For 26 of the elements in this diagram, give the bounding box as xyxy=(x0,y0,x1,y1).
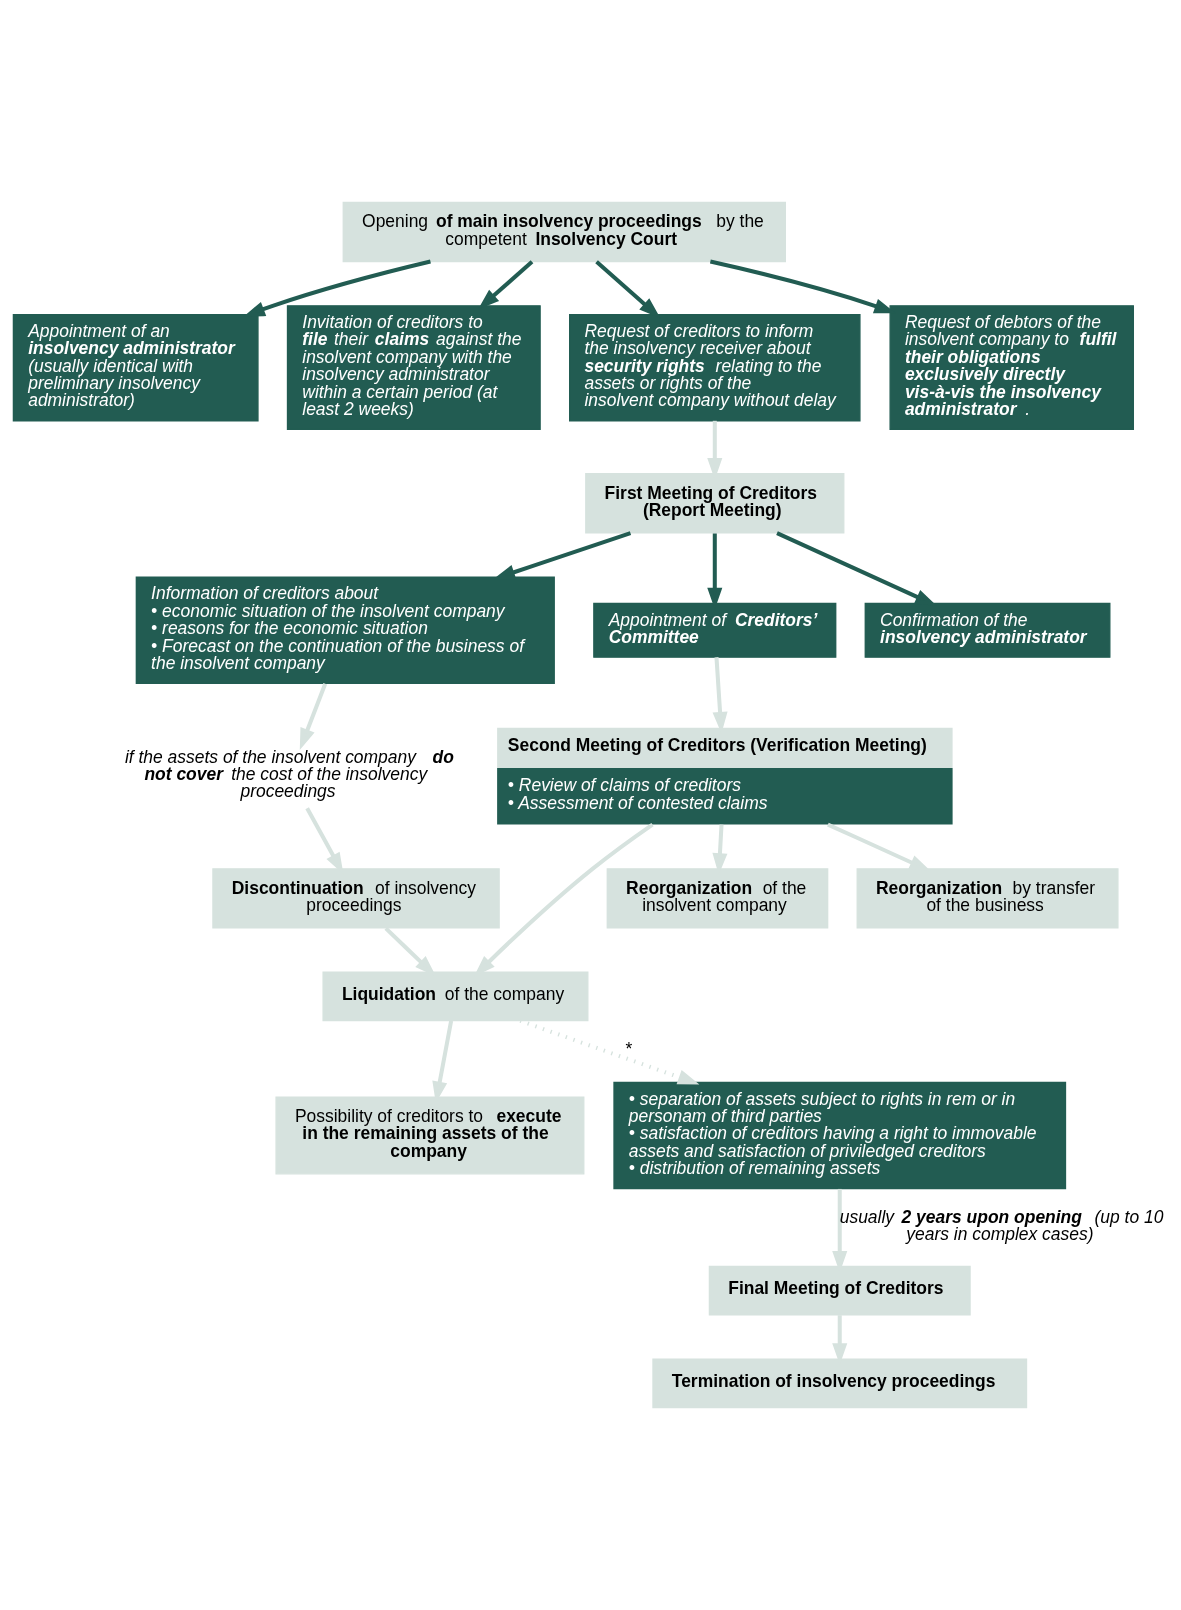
node-box: Appointment of an insolvency administrator (usually identical with preliminary insolvency administrator) xyxy=(12,313,259,422)
node-box: Final Meeting of Creditors xyxy=(708,1265,971,1316)
node-box: Invitation of creditors to file their claims against the insolvent company with the insolvency administrator within a certain period (at least 2 weeks) xyxy=(286,305,541,431)
node-box: Termination of insolvency proceedings xyxy=(652,1358,1028,1409)
arrow xyxy=(519,1018,700,1085)
node-box: First Meeting of Creditors (Report Meeting) xyxy=(585,473,845,534)
node-box: Request of creditors to inform the insolvency receiver about security rights relating to the assets or rights of the insolvent company without delay xyxy=(569,313,861,422)
arrow xyxy=(243,259,431,317)
node-box: Information of creditors about • economic situation of the insolvent company • reasons for the economic situation • Forecast on the continuation of the business of the insolvent company xyxy=(135,576,555,685)
node-box: Request of debtors of the insolvent company to fulfil their obligations exclusively directly vis-à-vis the insolvency administrator. xyxy=(889,305,1134,431)
node-box: Opening of main insolvency proceedings by the competent Insolvency Court xyxy=(342,201,786,263)
node-box: Appointment of Creditors’ Committee xyxy=(593,602,837,658)
node-box: Discontinuation of insolvency proceedings xyxy=(212,868,500,929)
arrow xyxy=(299,683,328,750)
node-text: if the assets of the insolvent company do not cover the cost of the insolvency proceedings xyxy=(124,746,454,802)
node-box: Confirmation of the insolvency administrator xyxy=(864,602,1111,658)
edge-label: usually 2 years upon opening (up to 10 years in complex cases) xyxy=(839,1206,1164,1245)
node-box: • separation of assets subject to rights in rem or in personam of third parties • satisfaction of creditors having a right to immovable assets and satisfaction of priviledged creditors • distribution of remaining assets xyxy=(613,1081,1067,1190)
edge-label: * xyxy=(624,1038,632,1059)
node-box: Reorganization of the insolvent company xyxy=(606,868,829,929)
arrow xyxy=(827,822,931,872)
arrow xyxy=(776,531,937,606)
arrow xyxy=(493,531,632,580)
node-box: Reorganization by transfer of the business xyxy=(856,868,1119,929)
node-box: Possibility of creditors to execute in the remaining assets of the company xyxy=(275,1096,585,1175)
node-box: Liquidation of the company xyxy=(322,971,589,1022)
